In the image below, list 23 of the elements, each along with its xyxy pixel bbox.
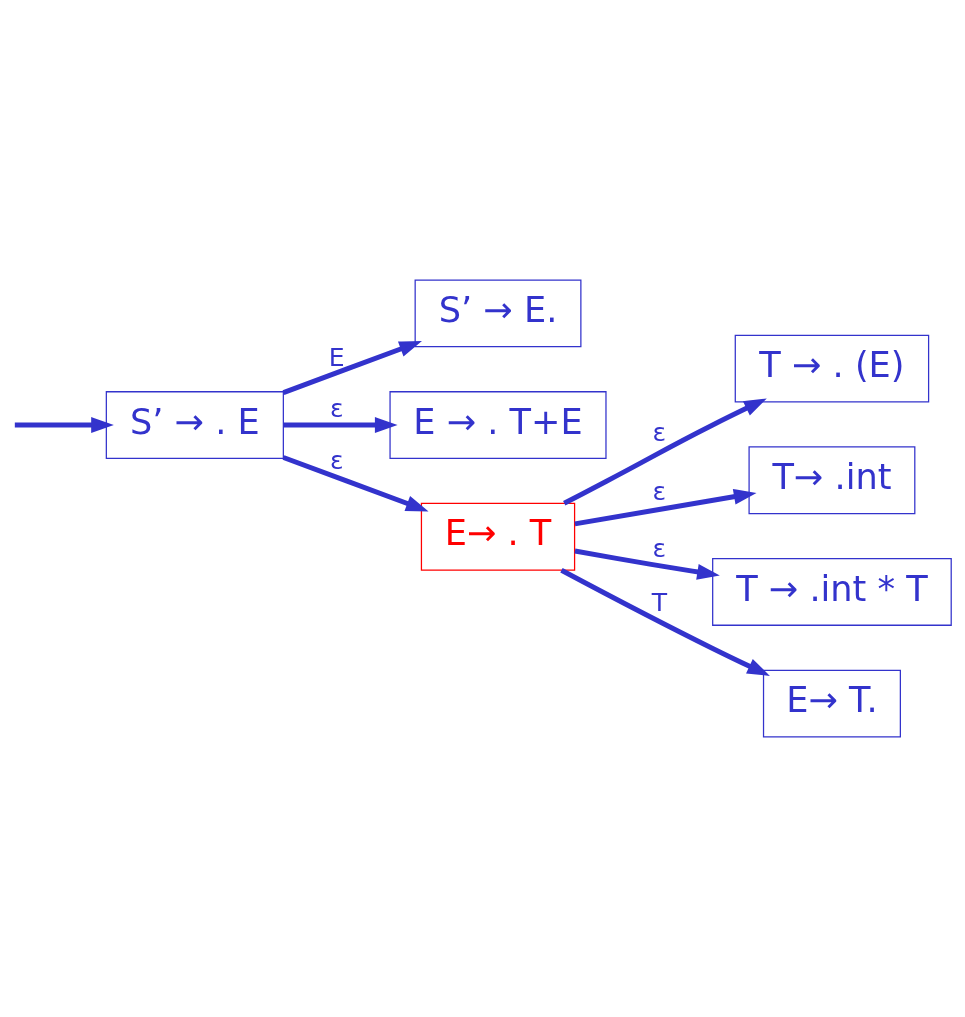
node-box: T → .int * T [712,558,952,626]
arrow [560,568,770,676]
arrow [282,455,429,512]
arrow [14,417,114,433]
arrow [282,341,422,395]
node-box: T→ .int [748,446,916,515]
node-box: E→ T. [762,669,901,738]
edge-label: E [328,343,345,373]
edge-label: ε [329,445,344,475]
arrow [283,417,398,433]
node-box: T → . (E) [734,334,930,403]
edge-label: ε [652,477,667,507]
edge-label: ε [652,418,667,448]
node-box: S’ → E. [414,279,582,348]
edge-label: T [651,587,667,617]
node-box: S’ → . E [105,391,284,459]
arrow [574,488,757,527]
edge-label: ε [329,394,344,424]
node-box: E→ . T [420,502,576,571]
node-box: E → . T+E [389,391,607,459]
arrow [563,398,767,506]
arrow [574,548,720,580]
edge-label: ε [652,533,667,563]
